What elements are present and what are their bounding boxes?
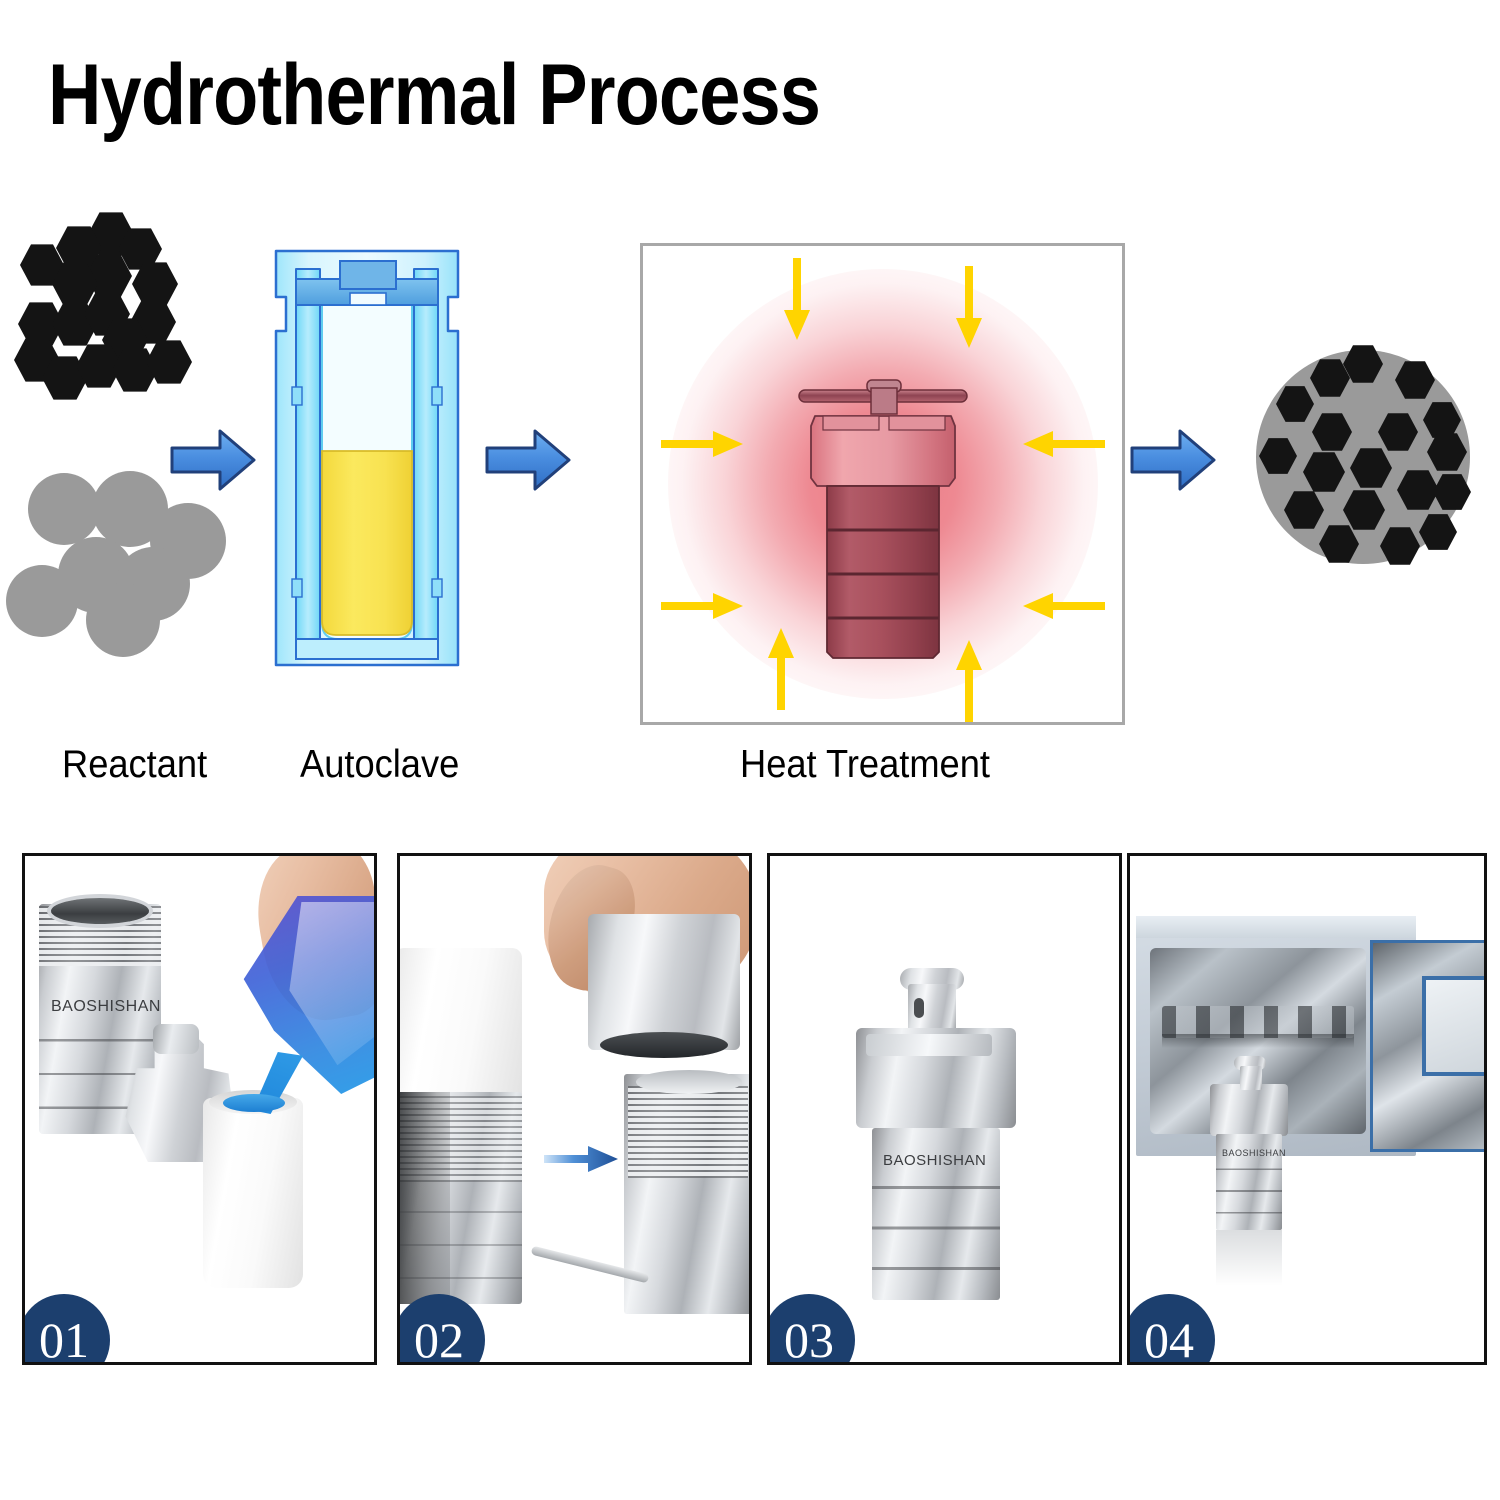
engraving-04: BAOSHISHAN — [1222, 1148, 1287, 1158]
reactant-hexagon-cluster — [0, 212, 230, 405]
heat-arrow-left-lower — [661, 592, 747, 620]
steel-bore-right-02 — [636, 1070, 742, 1094]
panel-03-scene: BAOSHISHAN — [770, 856, 1119, 1362]
oven-top-04 — [1136, 916, 1416, 938]
steel-thread-right-02 — [628, 1086, 748, 1178]
heat-arrow-top-left — [783, 258, 811, 344]
arrow-reactant-to-autoclave — [170, 427, 256, 493]
steel-bore-01 — [51, 898, 149, 924]
cap-flat-03 — [866, 1034, 992, 1056]
stage-label-heat-treatment: Heat Treatment — [740, 743, 990, 786]
oven-rack-shadow-04 — [1162, 1034, 1354, 1048]
autoclave-cap-04 — [1210, 1084, 1288, 1136]
stage-label-reactant: Reactant — [62, 743, 208, 786]
product-hexagon-7 — [1423, 402, 1461, 438]
hot-autoclave-figure — [771, 374, 995, 664]
heat-arrow-bottom-right — [955, 636, 983, 722]
steel-cap-knob-01 — [153, 1024, 199, 1054]
photo-panel-04[interactable]: BAOSHISHAN 04 — [1127, 853, 1487, 1365]
step-badge-01: 01 — [25, 1294, 110, 1362]
engraving-03: BAOSHISHAN — [883, 1152, 987, 1169]
liquid-pool-01 — [223, 1094, 285, 1112]
heat-arrow-left-upper — [661, 430, 747, 458]
engraving-01: BAOSHISHAN — [51, 998, 161, 1015]
heat-arrow-top-right — [955, 266, 983, 352]
reactant-particle-1 — [28, 473, 100, 545]
badge-wrap-01: 01 — [25, 1270, 117, 1362]
panel-02-scene — [400, 856, 749, 1362]
valve-hole-03 — [914, 998, 924, 1018]
step-badge-03: 03 — [770, 1294, 855, 1362]
arrow-autoclave-to-heat — [485, 427, 571, 493]
autoclave-reflection-04 — [1216, 1230, 1282, 1286]
stage-label-autoclave: Autoclave — [300, 743, 460, 786]
ptfe-liner-02 — [400, 948, 522, 1108]
autoclave-cross-section-figure — [262, 235, 472, 695]
heat-arrow-bottom-left — [767, 624, 795, 710]
shadow-overlay-02 — [400, 1092, 450, 1304]
arrow-heat-to-product — [1130, 427, 1216, 493]
photo-panel-02[interactable]: 02 — [397, 853, 752, 1365]
badge-wrap-03: 03 — [770, 1270, 862, 1362]
steel-cap-bore-02 — [600, 1032, 728, 1058]
photo-panel-03[interactable]: BAOSHISHAN 03 — [767, 853, 1122, 1365]
reactant-particle-5 — [6, 565, 78, 637]
oven-rack-04 — [1162, 1006, 1354, 1038]
product-hexagon-8 — [1259, 438, 1297, 474]
process-diagram: Reactant Autoclave Heat Treatment — [0, 212, 1500, 815]
steel-cap-02 — [588, 914, 740, 1050]
oven-door-window-04 — [1422, 976, 1484, 1076]
autoclave-bands-04 — [1216, 1152, 1282, 1230]
reactant-particle-7 — [86, 583, 160, 657]
photo-panel-row: BAOSHISHAN 01 — [0, 853, 1500, 1393]
reactant-figure — [0, 212, 250, 665]
body-bands-03 — [872, 1156, 1000, 1300]
panel-01-scene: BAOSHISHAN — [25, 856, 374, 1362]
reactant-hexagon-17 — [146, 340, 192, 384]
panel-04-scene: BAOSHISHAN — [1130, 856, 1484, 1362]
product-hexagon-18 — [1419, 514, 1457, 550]
heat-arrow-right-lower — [1019, 592, 1105, 620]
valve-stem-04 — [1240, 1066, 1262, 1090]
arrow-insert-02 — [544, 1144, 620, 1174]
steel-bands-02 — [400, 1186, 522, 1304]
product-hexagon-15 — [1433, 474, 1471, 510]
reactant-circle-cluster — [0, 465, 240, 657]
photo-panel-01[interactable]: BAOSHISHAN 01 — [22, 853, 377, 1365]
heat-arrow-right-upper — [1019, 430, 1105, 458]
badge-wrap-02: 02 — [400, 1270, 492, 1362]
reactant-hexagon-6 — [132, 262, 178, 306]
badge-wrap-04: 04 — [1130, 1270, 1222, 1362]
step-badge-02: 02 — [400, 1294, 485, 1362]
product-hexagon-4 — [1276, 386, 1314, 422]
product-figure — [1238, 332, 1488, 582]
step-badge-04: 04 — [1130, 1294, 1215, 1362]
heat-treatment-panel — [640, 243, 1125, 725]
ptfe-liner-01 — [203, 1098, 303, 1288]
page-title: Hydrothermal Process — [48, 47, 821, 143]
